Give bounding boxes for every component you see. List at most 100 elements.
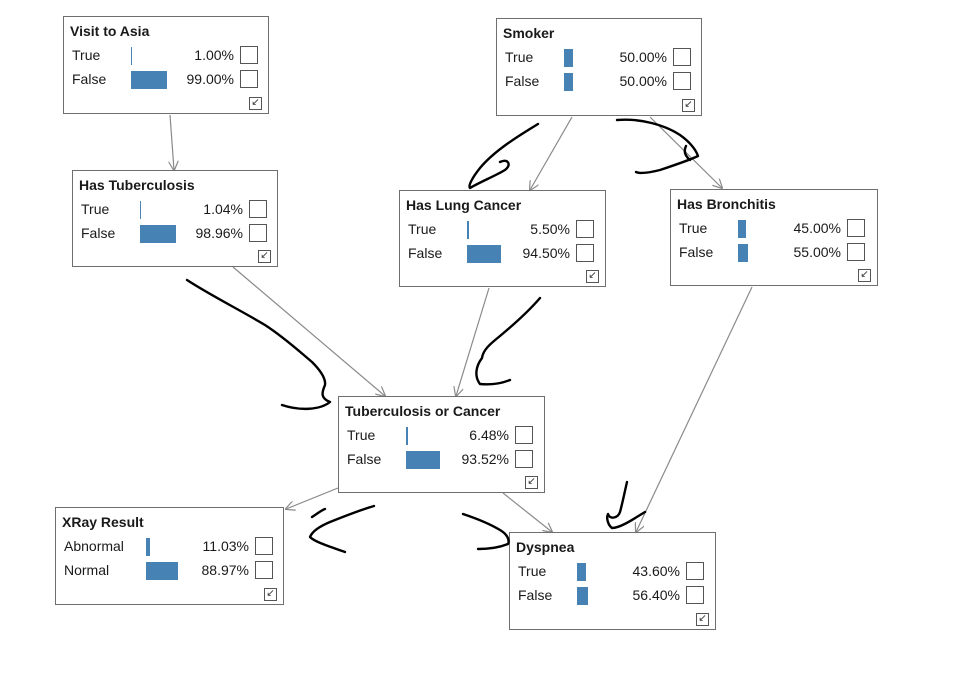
probability-bar: [140, 225, 176, 243]
expand-arrow-icon[interactable]: ↙: [682, 99, 695, 112]
edge-smoker-to-has-bronchitis: [649, 116, 722, 188]
evidence-checkbox[interactable]: [847, 219, 865, 237]
edge-smoker-to-has-lung-cancer: [530, 116, 573, 190]
evidence-checkbox[interactable]: [576, 220, 594, 238]
state-label: False: [81, 225, 116, 241]
state-row-false: False 56.40%: [510, 585, 715, 607]
probability-value: 5.50%: [530, 221, 570, 237]
state-label: False: [518, 587, 553, 603]
evidence-checkbox[interactable]: [576, 244, 594, 262]
probability-value: 98.96%: [195, 225, 243, 241]
evidence-checkbox[interactable]: [686, 586, 704, 604]
evidence-checkbox[interactable]: [240, 46, 258, 64]
state-row-true: True 43.60%: [510, 561, 715, 583]
state-row-true: True 6.48%: [339, 425, 544, 447]
expand-arrow-icon[interactable]: ↙: [258, 250, 271, 263]
probability-bar: [564, 49, 573, 67]
evidence-checkbox[interactable]: [686, 562, 704, 580]
probability-value: 99.00%: [186, 71, 234, 87]
probability-value: 45.00%: [793, 220, 841, 236]
expand-arrow-icon[interactable]: ↙: [525, 476, 538, 489]
probability-bar: [131, 71, 167, 89]
state-row-true: True 1.00%: [64, 45, 268, 67]
probability-value: 43.60%: [632, 563, 680, 579]
evidence-checkbox[interactable]: [515, 450, 533, 468]
evidence-checkbox[interactable]: [515, 426, 533, 444]
probability-bar: [467, 221, 469, 239]
probability-bar: [146, 562, 178, 580]
expand-arrow-icon[interactable]: ↙: [858, 269, 871, 282]
state-row-true: True 1.04%: [73, 199, 277, 221]
expand-arrow-icon[interactable]: ↙: [586, 270, 599, 283]
evidence-checkbox[interactable]: [240, 70, 258, 88]
probability-value: 1.04%: [203, 201, 243, 217]
evidence-checkbox[interactable]: [673, 48, 691, 66]
edge-has-lung-cancer-to-tuberculosis-or-cancer: [456, 287, 490, 396]
probability-value: 11.03%: [202, 538, 249, 554]
expand-arrow-icon[interactable]: ↙: [249, 97, 262, 110]
node-title: Has Tuberculosis: [79, 177, 195, 193]
state-label: False: [408, 245, 443, 261]
state-label: True: [505, 49, 534, 65]
state-label: True: [408, 221, 437, 237]
edge-tuberculosis-or-cancer-to-xray-result: [286, 487, 339, 509]
probability-value: 55.00%: [793, 244, 841, 260]
state-label: True: [347, 427, 376, 443]
probability-bar: [406, 427, 408, 445]
evidence-checkbox[interactable]: [249, 224, 267, 242]
evidence-checkbox[interactable]: [673, 72, 691, 90]
probability-value: 6.48%: [469, 427, 509, 443]
node-title: XRay Result: [62, 514, 144, 530]
state-row-false: False 99.00%: [64, 69, 268, 91]
evidence-checkbox[interactable]: [255, 561, 273, 579]
evidence-checkbox[interactable]: [255, 537, 273, 555]
state-row-abnormal: Abnormal 11.03%: [56, 536, 283, 558]
evidence-checkbox[interactable]: [249, 200, 267, 218]
state-label: False: [72, 71, 107, 87]
node-title: Visit to Asia: [70, 23, 150, 39]
state-row-true: True 50.00%: [497, 47, 701, 69]
edge-has-tuberculosis-to-tuberculosis-or-cancer: [232, 266, 385, 396]
probability-bar: [146, 538, 150, 556]
edge-visit-to-asia-to-has-tuberculosis: [170, 114, 174, 170]
node-title: Has Lung Cancer: [406, 197, 522, 213]
probability-bar: [577, 587, 588, 605]
probability-value: 50.00%: [619, 49, 667, 65]
probability-bar: [738, 220, 746, 238]
state-row-true: True 45.00%: [671, 218, 877, 240]
expand-arrow-icon[interactable]: ↙: [696, 613, 709, 626]
state-label: False: [505, 73, 540, 89]
edge-tuberculosis-or-cancer-to-dyspnea: [502, 492, 552, 532]
node-title: Tuberculosis or Cancer: [345, 403, 501, 419]
state-label: True: [679, 220, 708, 236]
state-label: True: [72, 47, 101, 63]
state-row-false: False 98.96%: [73, 223, 277, 245]
probability-value: 1.00%: [194, 47, 234, 63]
probability-bar: [577, 563, 586, 581]
expand-arrow-icon[interactable]: ↙: [264, 588, 277, 601]
edge-has-bronchitis-to-dyspnea: [636, 286, 753, 532]
state-label: Abnormal: [64, 538, 124, 554]
probability-bar: [406, 451, 440, 469]
state-row-true: True 5.50%: [400, 219, 605, 241]
probability-value: 56.40%: [632, 587, 680, 603]
evidence-checkbox[interactable]: [847, 243, 865, 261]
node-title: Dyspnea: [516, 539, 575, 555]
probability-value: 93.52%: [461, 451, 509, 467]
node-title: Smoker: [503, 25, 555, 41]
state-label: True: [81, 201, 110, 217]
state-label: True: [518, 563, 547, 579]
probability-value: 94.50%: [522, 245, 570, 261]
